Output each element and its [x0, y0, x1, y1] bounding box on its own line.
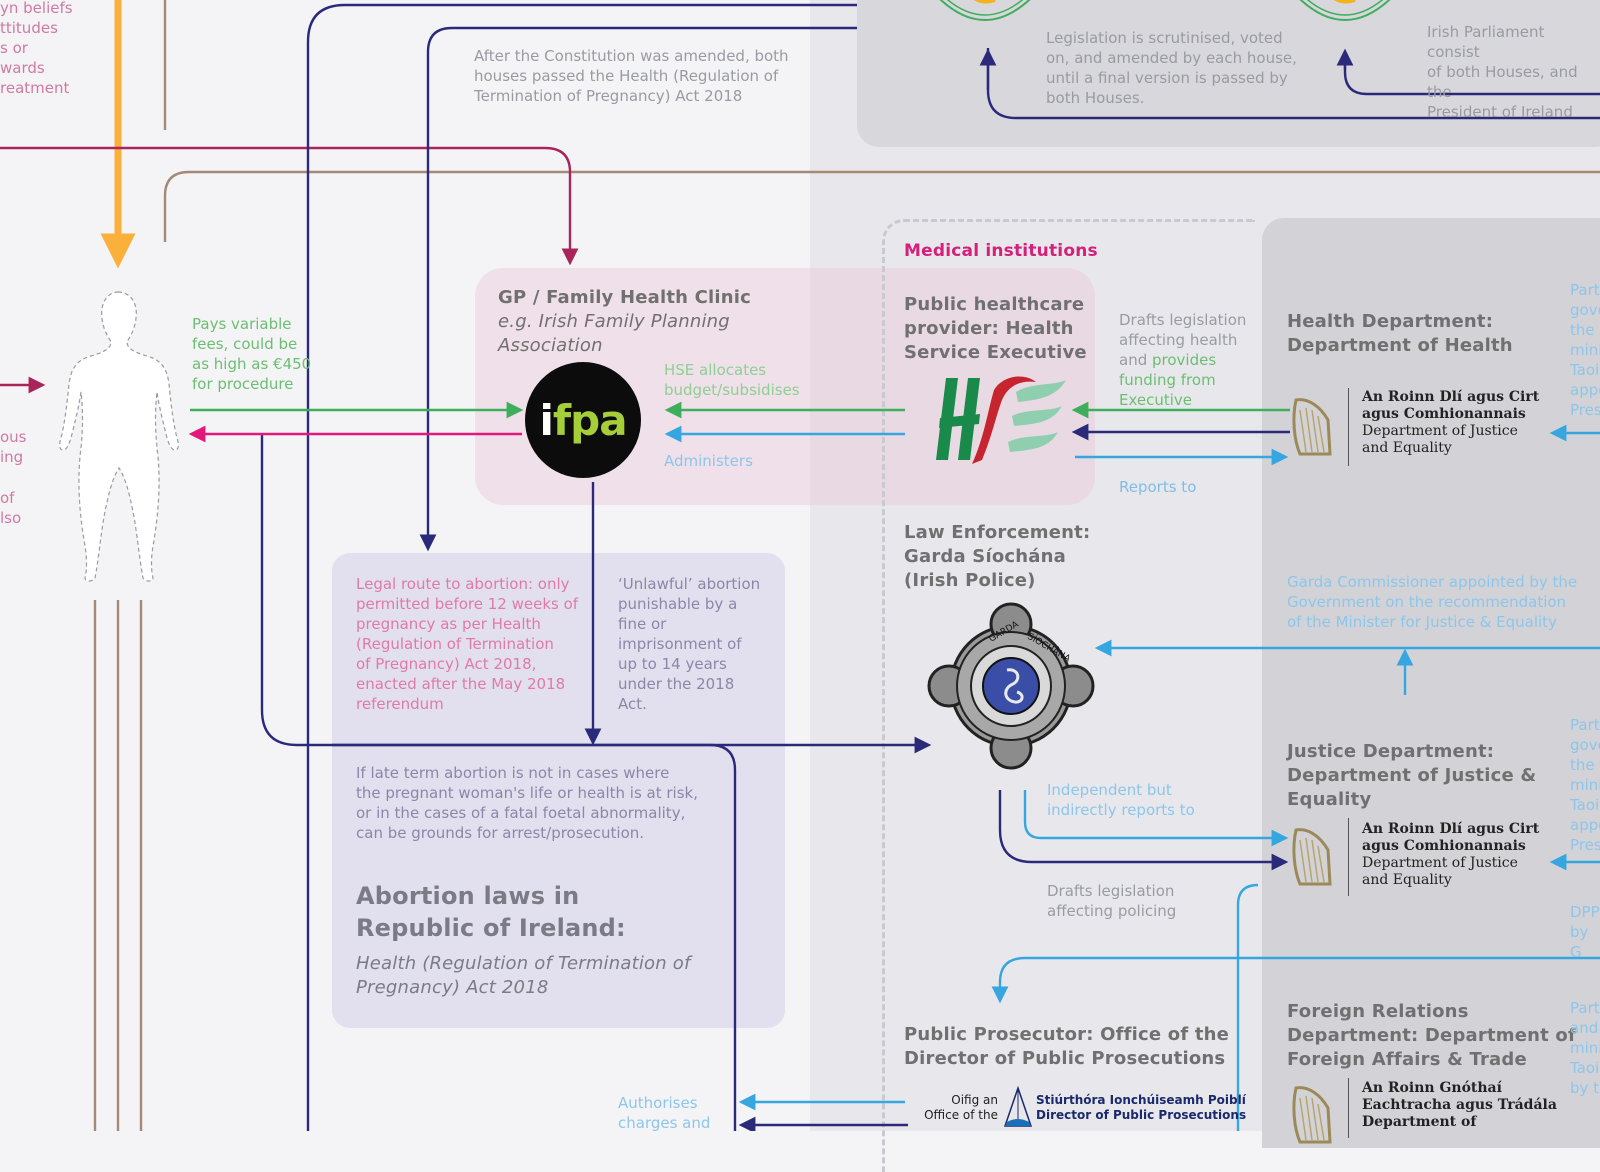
left-fragment-low: of lso — [0, 489, 22, 527]
prosecutor-title: Public Prosecutor: Office of the Directo… — [904, 1024, 1230, 1069]
health-dept-title: Health Department: Department of Health — [1287, 311, 1513, 356]
health-dept-logo-irish: An Roinn Dlí agus Cirt agus Comhionannai… — [1362, 389, 1540, 422]
oireachtas-seal-icon-2 — [1299, 0, 1391, 21]
connector-lines — [0, 0, 1600, 1131]
ifpa-logo-i: i — [539, 395, 553, 445]
drafts-policing-label: Drafts legislation affecting policing — [1047, 882, 1177, 920]
hse-logo — [936, 376, 1066, 464]
reports-to-label: Reports to — [1119, 478, 1197, 496]
justice-dept-logo-divider — [1348, 818, 1349, 896]
health-dept-right-fragment: Part gove the mini Taoi appo Pres — [1570, 281, 1600, 419]
authorises-charges-label: Authorises charges and — [618, 1094, 711, 1132]
government-panel — [1262, 218, 1600, 1148]
commissioner-note: Garda Commissioner appointed by the Gove… — [1287, 573, 1578, 631]
pays-fees-label: Pays variable fees, could be as high as … — [192, 315, 312, 393]
dpp-logo-left: Oifig an Office of the — [924, 1093, 998, 1122]
abortion-act-name: Health (Regulation of Termination of Pre… — [356, 953, 691, 998]
health-dept-logo-divider — [1348, 388, 1349, 466]
drafts-health-a: Drafts legislation affecting health and — [1119, 311, 1247, 369]
abortion-laws-title: Abortion laws in Republic of Ireland: — [356, 882, 626, 942]
foreign-dept-title: Foreign Relations Department: Department… — [1287, 1001, 1577, 1070]
harp-icon — [1292, 398, 1332, 456]
independent-reports-label: Independent but indirectly reports to — [1047, 781, 1195, 819]
unlawful-abortion-text: ‘Unlawful’ abortion punishable by a fine… — [618, 575, 761, 713]
clinic-subtitle: e.g. Irish Family Planning Association — [498, 311, 730, 356]
drafts-health-b: provides funding from Executive — [1119, 351, 1217, 409]
constitution-note: After the Constitution was amended, both… — [474, 47, 789, 105]
medical-institutions-boundary — [882, 219, 1255, 1172]
abortion-law-panel — [332, 553, 785, 1028]
hse-allocates-label: HSE allocates budget/subsidises — [664, 361, 800, 399]
justice-dept-title: Justice Department: Department of Justic… — [1287, 741, 1537, 810]
legal-route-text: Legal route to abortion: only permitted … — [356, 575, 579, 713]
left-fragment-top: yn beliefs ttitudes s or wards reatment — [0, 0, 73, 97]
dpp-fragment: DPP by G — [1570, 903, 1600, 961]
garda-badge-icon: GARDA SÍOCHÁNA — [927, 602, 1095, 770]
parliament-panel — [857, 0, 1600, 147]
foreign-dept-logo-divider — [1348, 1078, 1349, 1138]
clinic-title: GP / Family Health Clinic — [498, 287, 752, 308]
hse-title: Public healthcare provider: Health Servi… — [904, 294, 1087, 363]
drafts-health-text: Drafts legislation affecting health and … — [1119, 310, 1246, 410]
medical-institutions-label: Medical institutions — [904, 241, 1098, 261]
ifpa-logo: ifpa — [525, 362, 641, 478]
justice-dept-logo-irish: An Roinn Dlí agus Cirt agus Comhionannai… — [1362, 821, 1540, 854]
garda-title: Law Enforcement: Garda Síochána (Irish P… — [904, 522, 1091, 591]
administers-label: Administers — [664, 452, 753, 470]
dpp-logo-icon — [1003, 1086, 1033, 1127]
ifpa-logo-fpa: fpa — [552, 395, 628, 445]
harp-icon-foreign — [1292, 1086, 1332, 1144]
foreign-dept-right-fragment: Part and mini Taoi by t — [1570, 999, 1600, 1097]
left-fragment-mid: ous ing — [0, 428, 27, 466]
parliament-scrutiny-text: Legislation is scrutinised, voted on, an… — [1046, 29, 1297, 107]
person-silhouette-icon — [59, 291, 179, 582]
late-term-text: If late term abortion is not in cases wh… — [356, 764, 698, 842]
justice-dept-logo-english: Department of Justice and Equality — [1362, 855, 1518, 888]
harp-icon-justice — [1292, 828, 1332, 886]
health-dept-logo-english: Department of Justice and Equality — [1362, 423, 1518, 456]
foreign-dept-logo-text: An Roinn Gnóthaí Eachtracha agus Trádála… — [1362, 1080, 1557, 1130]
dpp-logo-right: Stiúrthóra Ionchúiseamh Poiblí Director … — [1036, 1093, 1247, 1122]
justice-dept-right-fragment: Part gove the mini Taoi appo Pres — [1570, 716, 1600, 854]
parliament-composition-text: Irish Parliament consist of both Houses,… — [1427, 23, 1578, 121]
oireachtas-seal-icon-1 — [939, 0, 1031, 21]
